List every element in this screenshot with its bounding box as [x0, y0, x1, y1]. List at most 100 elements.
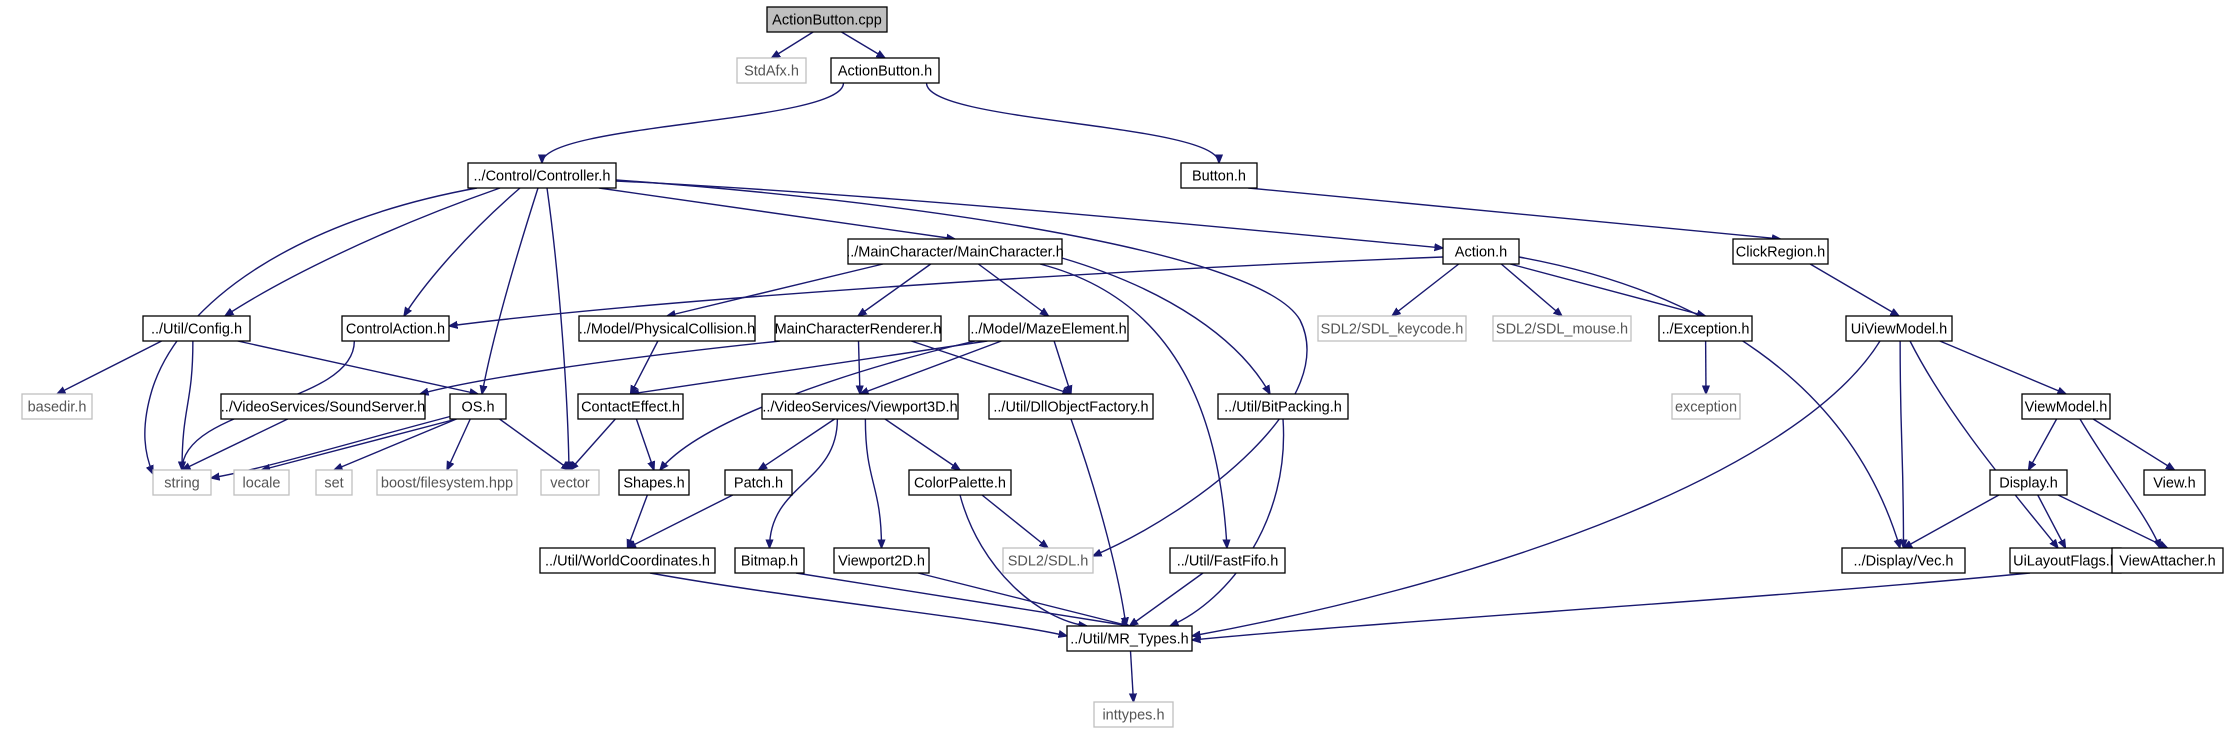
node-box [1492, 315, 1632, 342]
edge-DllObjectFactory_h-to-MR_Types_h [1070, 418, 1126, 626]
node-label: Action.h [1455, 245, 1507, 261]
node-Viewport3D-h[interactable]: ../VideoServices/Viewport3D.h [761, 393, 959, 420]
node-box [1732, 238, 1829, 265]
node-MazeElement-h[interactable]: ../Model/MazeElement.h [968, 315, 1129, 342]
node-Vec-h[interactable]: ../Display/Vec.h [1841, 547, 1966, 574]
node-box [1180, 162, 1258, 189]
edge-MainCharacter_h-to-MainCharacterRenderer_h [858, 263, 932, 316]
edge-Display_h-to-UiLayoutFlags_h [2037, 494, 2066, 548]
edge-Viewport3D_h-to-ColorPalette_h [884, 418, 960, 470]
node-label: ../Util/BitPacking.h [1224, 400, 1342, 416]
node-vector: vector [540, 469, 600, 496]
node-BitPacking-h[interactable]: ../Util/BitPacking.h [1217, 393, 1349, 420]
edge-ActionButton_h-to-Controller_h [542, 82, 845, 163]
node-DllObjectFactory-h[interactable]: ../Util/DllObjectFactory.h [988, 393, 1154, 420]
node-Display-h[interactable]: Display.h [1989, 469, 2068, 496]
node-label: vector [550, 476, 590, 492]
edge-OS_h-to-boost_filesystem_hpp [447, 418, 471, 470]
edge-Action_h-to-Vec_h [1518, 256, 1900, 548]
node-ViewModel-h[interactable]: ViewModel.h [2021, 393, 2111, 420]
node-OS-h[interactable]: OS.h [449, 393, 507, 420]
edge-MazeElement_h-to-DllObjectFactory_h [1053, 340, 1071, 394]
node-FastFifo-h[interactable]: ../Util/FastFifo.h [1169, 547, 1286, 574]
edge-Viewport2D_h-to-MR_Types_h [917, 572, 1129, 626]
node-label: ../VideoServices/Viewport3D.h [762, 400, 957, 416]
node-ActionButton-h[interactable]: ActionButton.h [830, 57, 940, 84]
edge-Viewport3D_h-to-Bitmap_h [770, 418, 839, 548]
edge-Shapes_h-to-WorldCoordinates_h [628, 494, 649, 548]
node-ColorPalette-h[interactable]: ColorPalette.h [908, 469, 1012, 496]
node-Config-h[interactable]: ../Util/Config.h [142, 315, 251, 342]
node-label: SDL2/SDL.h [1008, 554, 1089, 570]
node-SoundServer-h[interactable]: ../VideoServices/SoundServer.h [220, 393, 426, 420]
node-label: basedir.h [28, 400, 87, 416]
edge-UiViewModel_h-to-ViewModel_h [1939, 340, 2066, 395]
edge-ViewModel_h-to-ViewAttacher_h [2079, 418, 2160, 548]
node-Exception-h[interactable]: ../Exception.h [1658, 315, 1753, 342]
node-box [830, 57, 940, 84]
node-basedir-h: basedir.h [21, 393, 93, 420]
node-box [21, 393, 93, 420]
node-Patch-h[interactable]: Patch.h [724, 469, 793, 496]
edge-MainCharacterRenderer_h-to-SoundServer_h [420, 340, 781, 394]
node-box [449, 393, 507, 420]
node-label: View.h [2153, 476, 2195, 492]
node-MainCharacter-h[interactable]: ../MainCharacter/MainCharacter.h [846, 238, 1064, 265]
node-box [833, 547, 930, 574]
node-label: exception [1675, 400, 1737, 416]
edge-Config_h-to-basedir_h [57, 340, 162, 394]
node-box [761, 393, 959, 420]
node-box [540, 469, 600, 496]
node-label: SDL2/SDL_mouse.h [1496, 322, 1628, 338]
edge-MainCharacter_h-to-MazeElement_h [977, 263, 1048, 316]
edge-Button_h-to-ClickRegion_h [1248, 187, 1780, 239]
node-ClickRegion-h[interactable]: ClickRegion.h [1732, 238, 1829, 265]
node-ViewAttacher-h[interactable]: ViewAttacher.h [2111, 547, 2224, 574]
node-UiViewModel-h[interactable]: UiViewModel.h [1845, 315, 1953, 342]
node-Button-h[interactable]: Button.h [1180, 162, 1258, 189]
node-box [1671, 393, 1741, 420]
node-MR-Types-h[interactable]: ../Util/MR_Types.h [1066, 625, 1193, 652]
node-box [2143, 469, 2206, 496]
node-Viewport2D-h[interactable]: Viewport2D.h [833, 547, 930, 574]
node-ContactEffect-h[interactable]: ContactEffect.h [577, 393, 684, 420]
node-box [142, 315, 251, 342]
node-label: string [164, 476, 199, 492]
edge-UiLayoutFlags_h-to-MR_Types_h [1192, 572, 2031, 640]
node-box [847, 238, 1063, 265]
node-UiLayoutFlags-h[interactable]: UiLayoutFlags.h [2009, 547, 2122, 574]
node-ControlAction-h[interactable]: ControlAction.h [341, 315, 450, 342]
edge-Viewport3D_h-to-Patch_h [759, 418, 836, 470]
node-label: MainCharacterRenderer.h [775, 322, 942, 338]
node-ActionButton-cpp[interactable]: ActionButton.cpp [766, 6, 888, 33]
node-WorldCoordinates-h[interactable]: ../Util/WorldCoordinates.h [539, 547, 716, 574]
node-Bitmap-h[interactable]: Bitmap.h [734, 547, 805, 574]
node-Action-h[interactable]: Action.h [1442, 238, 1520, 265]
node-SDL-keycode-h: SDL2/SDL_keycode.h [1317, 315, 1467, 342]
node-box [315, 469, 353, 496]
edge-Patch_h-to-WorldCoordinates_h [628, 494, 734, 548]
node-box [1442, 238, 1520, 265]
edge-OS_h-to-vector [499, 418, 570, 470]
node-box [908, 469, 1012, 496]
edge-ContactEffect_h-to-Shapes_h [635, 418, 654, 470]
node-Controller-h[interactable]: ../Control/Controller.h [467, 162, 617, 189]
node-exception: exception [1671, 393, 1741, 420]
edge-MazeElement_h-to-ContactEffect_h [631, 340, 988, 394]
edge-Controller_h-to-ControlAction_h [404, 187, 521, 316]
node-label: SDL2/SDL_keycode.h [1321, 322, 1464, 338]
node-box [1066, 625, 1193, 652]
node-SDL-mouse-h: SDL2/SDL_mouse.h [1492, 315, 1632, 342]
node-box [1169, 547, 1286, 574]
node-PhysicalCollision-h[interactable]: ../Model/PhysicalCollision.h [578, 315, 756, 342]
node-inttypes-h: inttypes.h [1093, 701, 1174, 728]
node-StdAfx-h: StdAfx.h [736, 57, 807, 84]
node-Shapes-h[interactable]: Shapes.h [618, 469, 690, 496]
edge-Action_h-to-Exception_h [1510, 263, 1705, 316]
node-MainCharacterRenderer-h[interactable]: MainCharacterRenderer.h [774, 315, 942, 342]
node-label: ColorPalette.h [914, 476, 1006, 492]
node-label: inttypes.h [1102, 708, 1164, 724]
node-View-h[interactable]: View.h [2143, 469, 2206, 496]
node-label: Button.h [1192, 169, 1246, 185]
